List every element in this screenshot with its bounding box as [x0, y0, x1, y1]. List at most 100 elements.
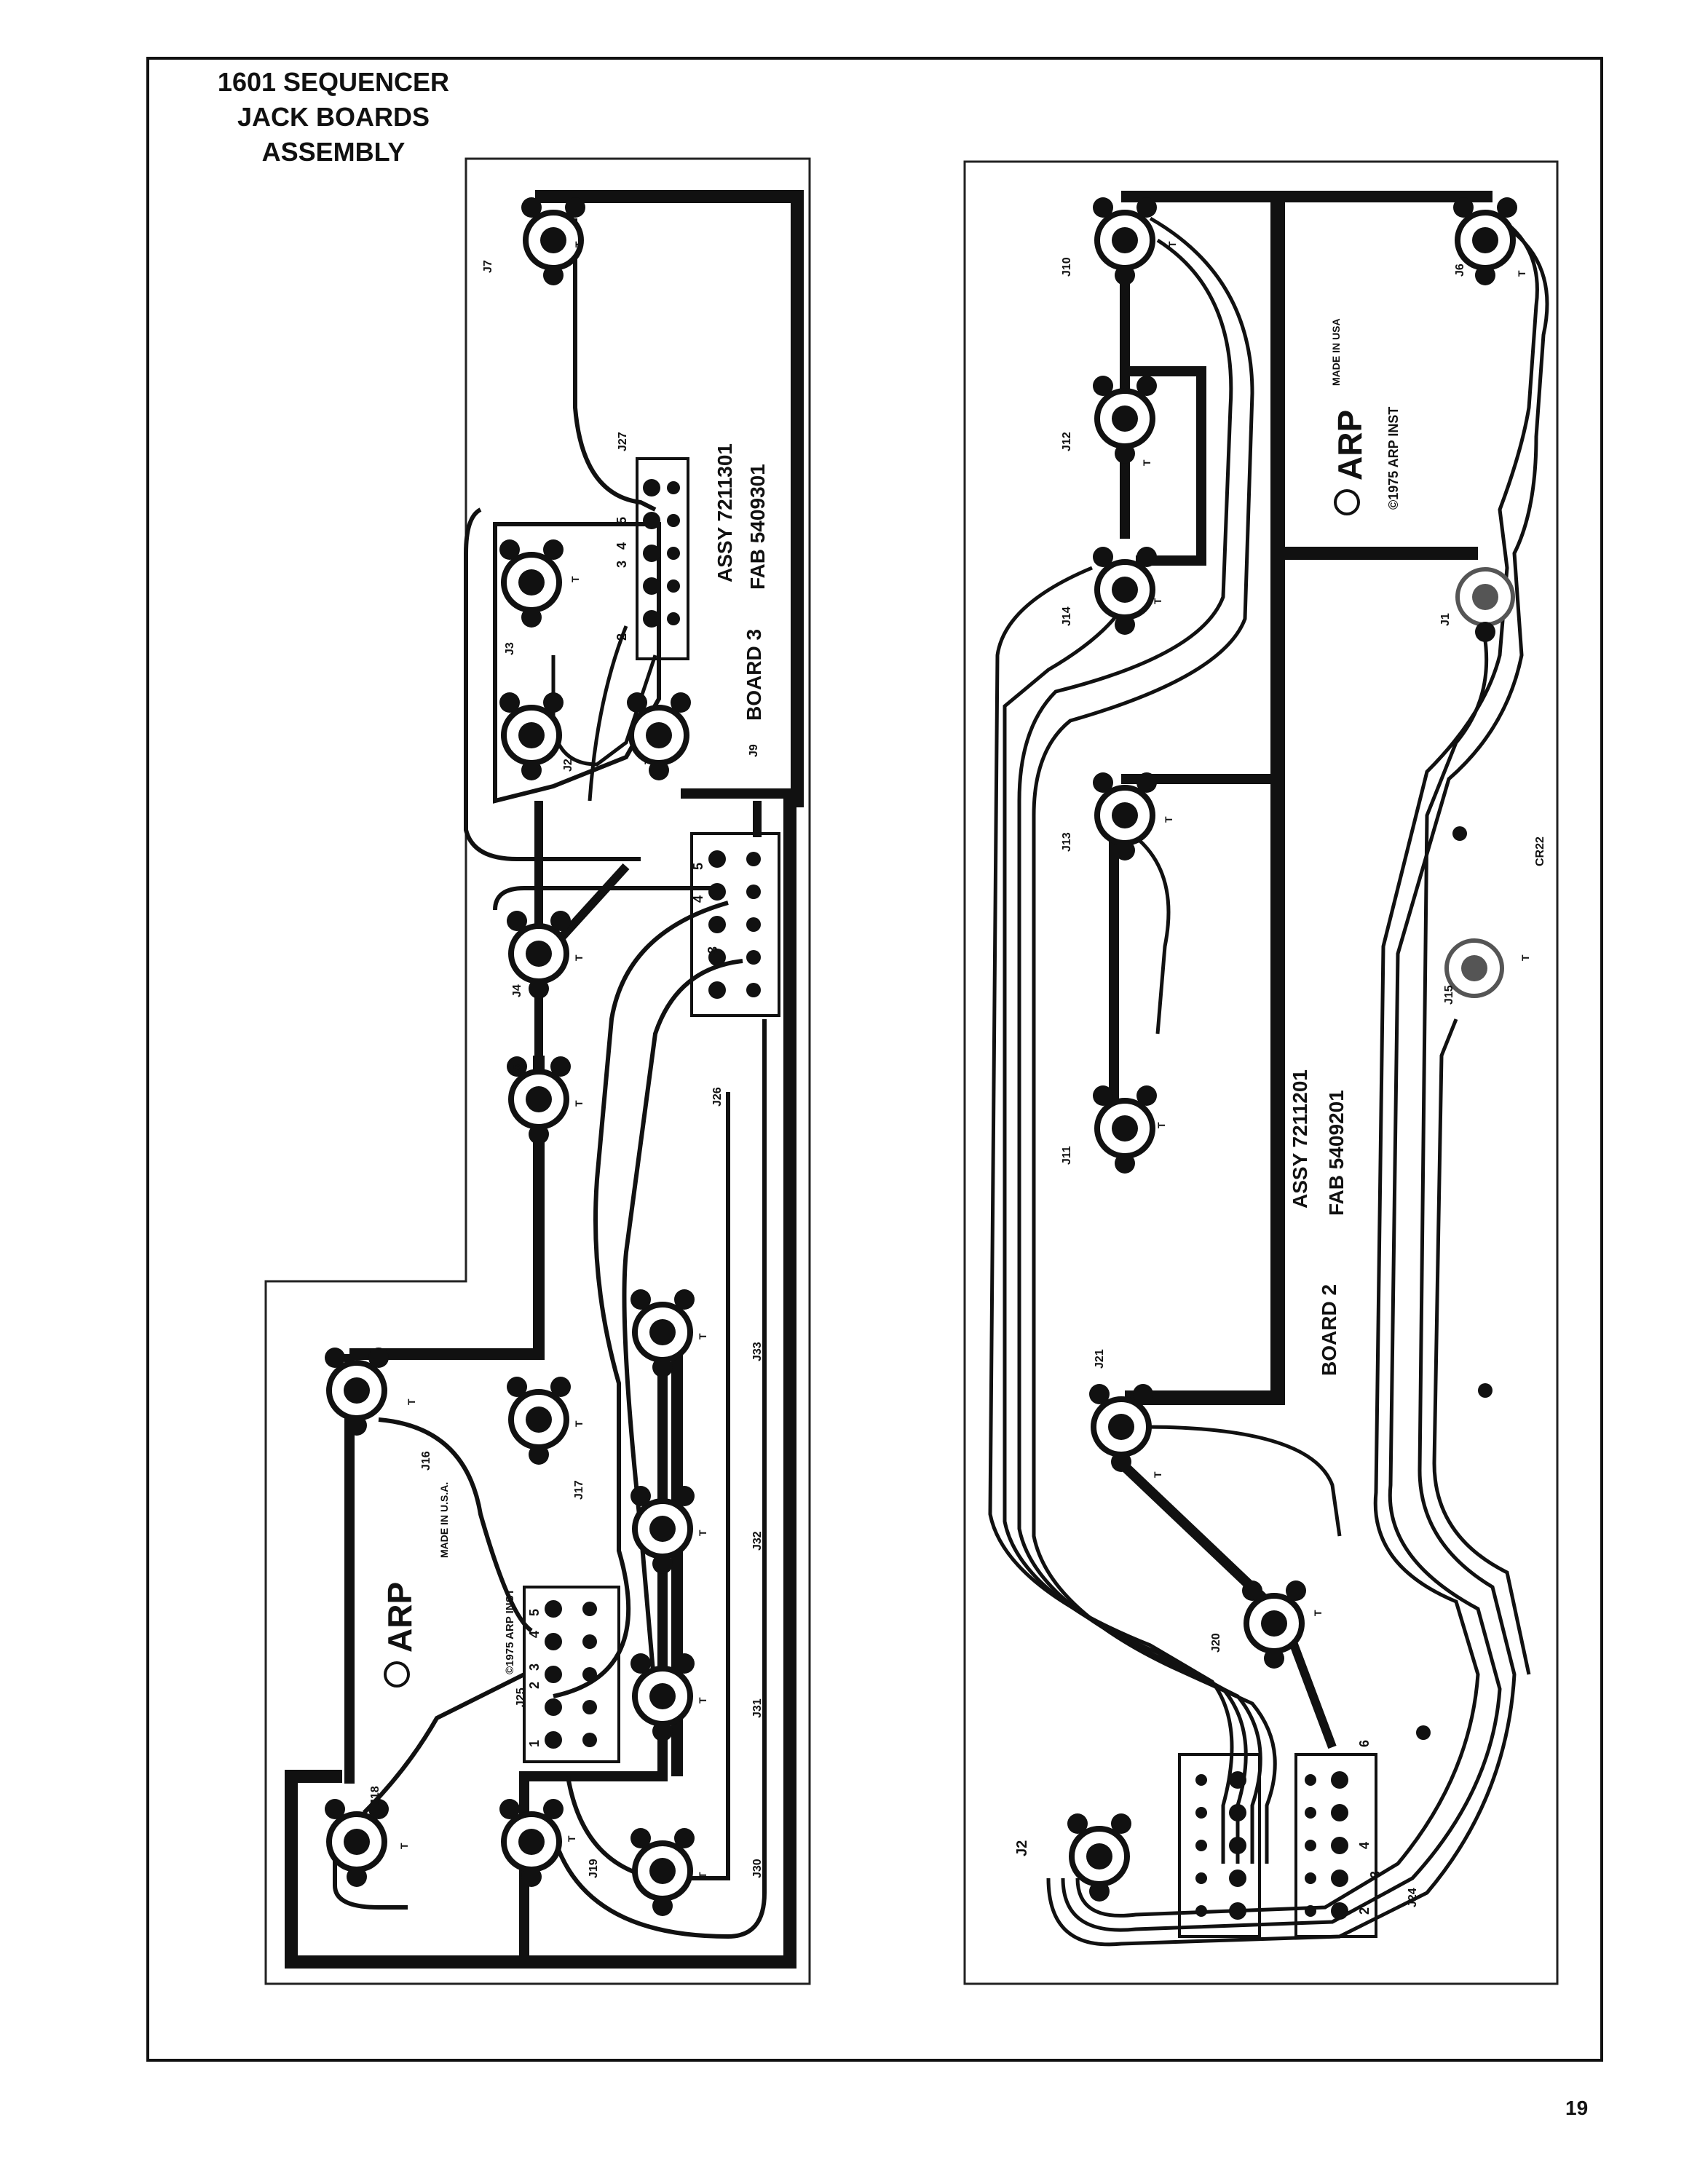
j27-pin-2: 2 [614, 633, 629, 641]
j25-pin-5: 5 [527, 1609, 542, 1616]
connector-J26 [690, 832, 780, 1017]
jack-J7 [521, 197, 585, 285]
j25-pin-2: 2 [527, 1682, 542, 1689]
label-J7: J7 [482, 260, 494, 273]
mounting-hole [1416, 1725, 1431, 1740]
label-J24: J24 [1407, 1888, 1419, 1907]
tip-label: T [1312, 1610, 1324, 1616]
jack-J21 [1089, 1384, 1153, 1472]
j24-pin-4: 4 [1357, 1842, 1372, 1849]
tip-label: T [573, 1420, 585, 1427]
title-line-3: ASSEMBLY [261, 137, 406, 167]
label-J2b: J2 [1014, 1840, 1030, 1856]
j24-pin-2: 2 [1357, 1907, 1372, 1915]
tip-label: T [697, 1333, 708, 1340]
jack-J1 [1455, 567, 1515, 642]
svg-text:ARP: ARP [381, 1582, 419, 1653]
label-J12: J12 [1061, 432, 1073, 451]
jack-J12 [1093, 376, 1157, 464]
board2-assy: ASSY 7211201 [1289, 1069, 1311, 1208]
jack-J10 [1093, 197, 1157, 285]
connector-J25 [523, 1586, 620, 1763]
label-J27: J27 [617, 432, 629, 451]
j26-pin-3: 3 [705, 946, 720, 954]
label-J15: J15 [1443, 985, 1455, 1005]
label-CR22: CR22 [1534, 836, 1546, 866]
board3-jacks [325, 197, 695, 1916]
jack-J9 [627, 692, 691, 780]
jack-J16 [325, 1348, 389, 1436]
cr22-pad [1452, 826, 1467, 841]
label-J9: J9 [748, 744, 760, 757]
jack-J11 [1093, 1085, 1157, 1174]
label-J5: J5 [511, 1064, 523, 1077]
label-J1: J1 [1439, 613, 1452, 626]
tip-label: T [566, 1835, 577, 1842]
jack-J14 [1093, 547, 1157, 635]
jack-J13 [1093, 772, 1157, 860]
label-J21: J21 [1094, 1349, 1106, 1369]
j25-pin-3: 3 [527, 1663, 542, 1671]
jack-J15 [1444, 938, 1504, 998]
label-J31: J31 [751, 1698, 764, 1718]
jack-J32 [630, 1486, 695, 1574]
j24-pin-3: 3 [1368, 1871, 1383, 1878]
board3-outline [264, 157, 811, 1985]
tip-label: T [569, 576, 581, 582]
board3-traces [285, 190, 804, 1969]
tip-label: T [1163, 816, 1174, 823]
connector-J24 [1178, 1753, 1377, 1938]
jack-J17 [507, 1377, 571, 1465]
tip-label: T [573, 954, 585, 961]
page-frame [146, 57, 1603, 2062]
label-J6: J6 [1454, 264, 1466, 277]
tip-label: T [573, 1100, 585, 1107]
board3-copyright: ©1975 ARP INST [504, 1588, 516, 1674]
jack-J33 [630, 1289, 695, 1377]
j27-pin-4: 4 [614, 542, 629, 550]
j24-pin-6: 6 [1357, 1740, 1372, 1747]
jack-J2b [1067, 1813, 1131, 1902]
board3-made-in: MADE IN U.S.A. [438, 1482, 450, 1558]
jack-J19 [499, 1799, 564, 1887]
title-line-2: JACK BOARDS [237, 102, 430, 132]
board3-assy: ASSY 7211301 [713, 443, 736, 582]
tip-label: T [1166, 241, 1178, 248]
connector-J27 [636, 457, 689, 660]
j27-pin-3: 3 [614, 561, 629, 568]
jack-J3 [499, 539, 564, 628]
j25-pin-1: 1 [527, 1740, 542, 1747]
tip-label: T [1516, 270, 1527, 277]
label-J18: J18 [369, 1786, 381, 1805]
tip-label: T [697, 1530, 708, 1536]
tip-label: T [573, 241, 585, 248]
tip-label: T [697, 1872, 708, 1878]
j27-pin-5: 5 [614, 517, 629, 524]
label-J10: J10 [1061, 257, 1073, 277]
jack-J20 [1242, 1580, 1306, 1669]
tip-label: T [398, 1843, 410, 1849]
jack-J30 [630, 1828, 695, 1916]
jack-J18 [325, 1799, 389, 1887]
board3-fab: FAB 5409301 [746, 464, 769, 590]
label-J33: J33 [751, 1342, 764, 1361]
j26-pin-5: 5 [691, 863, 705, 870]
jack-J31 [630, 1653, 695, 1741]
board2-traces [988, 191, 1549, 1947]
board2-copyright: ©1975 ARP INST [1386, 407, 1401, 510]
label-J16: J16 [420, 1451, 432, 1471]
jack-J4 [507, 911, 571, 999]
label-J2: J2 [562, 759, 574, 772]
board3-label: BOARD 3 [743, 629, 765, 721]
j26-pin-4: 4 [691, 895, 705, 903]
jack-J5 [507, 1056, 571, 1144]
board2-label: BOARD 2 [1318, 1284, 1340, 1376]
svg-text:ARP: ARP [1331, 410, 1369, 480]
label-J25: J25 [515, 1688, 527, 1707]
label-J13: J13 [1061, 832, 1073, 852]
page-number: 19 [1565, 2097, 1589, 2119]
tip-label: T [1141, 459, 1153, 466]
label-J11: J11 [1061, 1146, 1073, 1165]
jack-J6 [1453, 197, 1517, 285]
label-J32: J32 [751, 1531, 764, 1551]
